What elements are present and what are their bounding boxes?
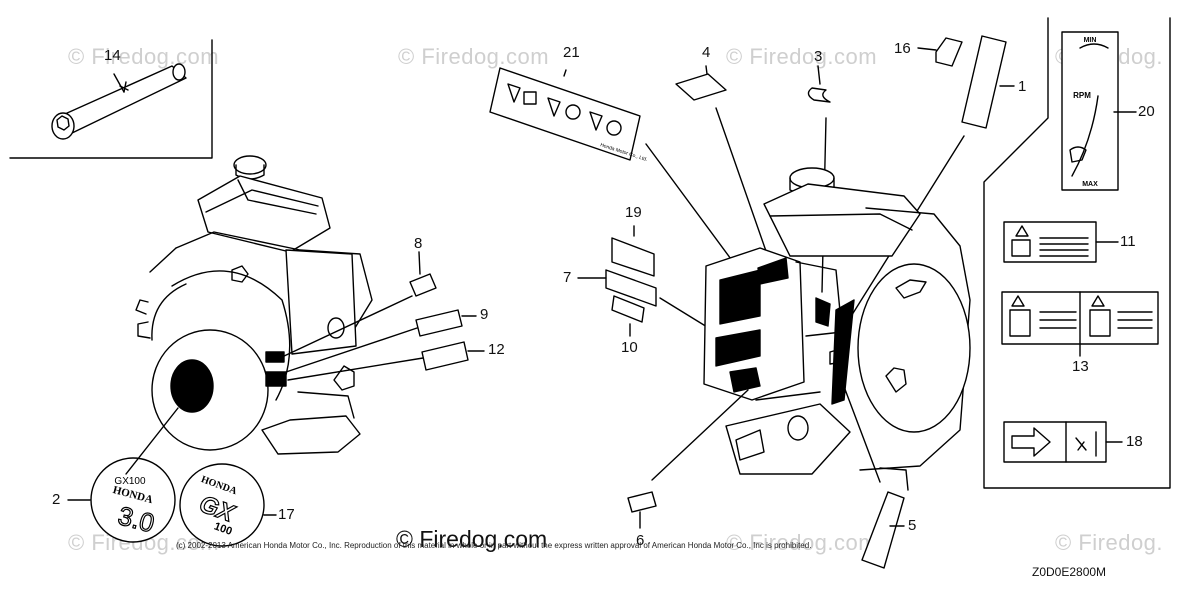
inset-frame-14 <box>9 39 213 159</box>
callout-18: 18 <box>1126 433 1143 450</box>
brand-watermark: © Firedog.com <box>396 526 548 552</box>
decal-part-4 <box>675 73 727 101</box>
decal-part-12 <box>421 341 469 371</box>
rpm-max-text: MAX <box>1082 181 1098 188</box>
callout-14: 14 <box>104 47 121 64</box>
watermark: © Firedog.com <box>398 44 550 69</box>
label-part-10 <box>611 295 645 323</box>
callout-21: 21 <box>563 44 580 61</box>
callout-10: 10 <box>621 339 638 356</box>
strip-decal-part-1 <box>961 35 1007 129</box>
callout-6: 6 <box>636 532 645 549</box>
emblem-part-2 <box>90 457 176 543</box>
label-part-13 <box>1001 291 1159 345</box>
watermark: © Firedog. <box>1055 530 1164 555</box>
strip-decal-part-5 <box>861 491 905 569</box>
callout-11: 11 <box>1120 233 1136 250</box>
callout-12: 12 <box>488 341 505 358</box>
callout-16: 16 <box>894 40 911 57</box>
callout-13: 13 <box>1072 358 1089 375</box>
engine-left <box>135 155 373 455</box>
badge-2-model-text: GX100 <box>114 476 146 487</box>
inset-frame-right <box>983 17 1171 489</box>
callout-3: 3 <box>814 48 823 65</box>
callout-17: 17 <box>278 506 295 523</box>
warning-label-part-21 <box>489 67 641 161</box>
callout-4: 4 <box>702 44 711 61</box>
label-part-7 <box>605 269 657 307</box>
label-part-18 <box>1003 421 1107 463</box>
callout-2: 2 <box>52 491 61 508</box>
callout-8: 8 <box>414 235 423 252</box>
watermark: © Firedog.com <box>726 530 878 555</box>
callout-19: 19 <box>625 204 642 221</box>
badge-17-model-text: 100 <box>212 520 233 538</box>
callout-5: 5 <box>908 517 917 534</box>
decal-part-16 <box>935 37 963 67</box>
rpm-min-text: MIN <box>1084 37 1097 44</box>
rpm-plate-part-20 <box>1061 31 1119 191</box>
engine-center <box>703 167 971 491</box>
callout-20: 20 <box>1138 103 1155 120</box>
decal-part-9 <box>415 309 463 337</box>
decal-part-6 <box>627 491 657 513</box>
box-wrench-part-14 <box>51 63 187 140</box>
decal-part-8 <box>409 273 437 297</box>
watermark: © Firedog.com <box>68 44 220 69</box>
label-part-19 <box>611 237 655 277</box>
diagram-code: Z0D0E2800M <box>1032 565 1107 579</box>
rpm-label-text: RPM <box>1073 91 1091 100</box>
watermark: © Firedog.com <box>726 44 878 69</box>
callout-9: 9 <box>480 306 489 323</box>
clip-part-3 <box>807 87 831 103</box>
callout-1: 1 <box>1018 78 1027 95</box>
copyright-notice: (c) 2002-2013 American Honda Motor Co., … <box>176 541 812 550</box>
callout-7: 7 <box>563 269 572 286</box>
emblem-part-17 <box>179 463 265 547</box>
label-part-11 <box>1003 221 1097 263</box>
